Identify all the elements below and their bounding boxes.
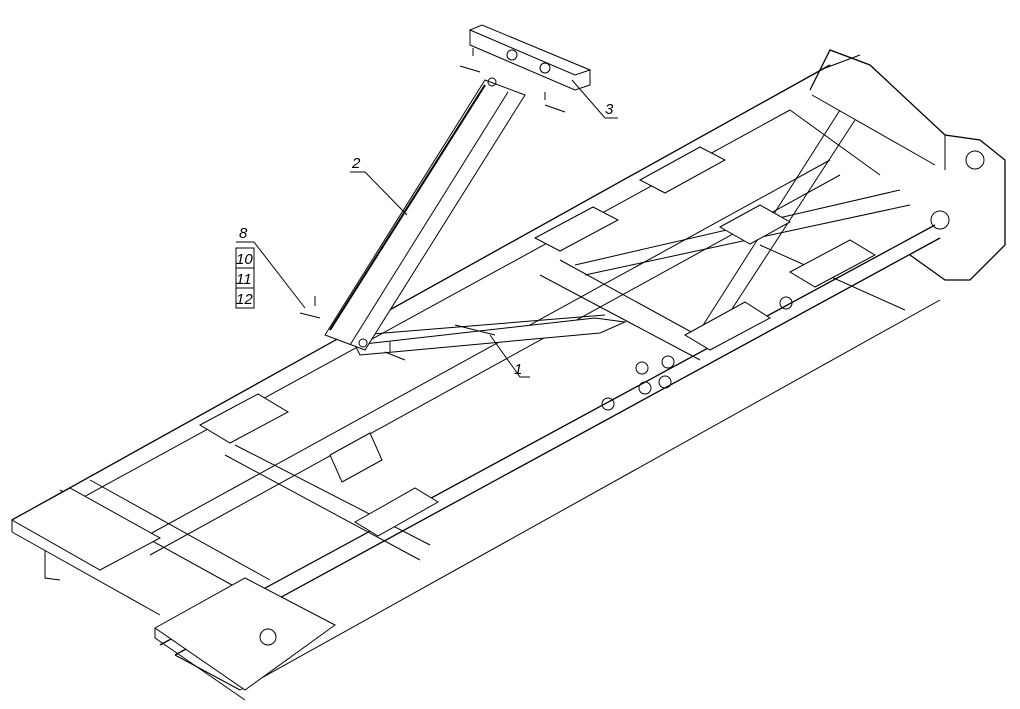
part-1-arm (354, 314, 627, 356)
leader-line-8-diag (253, 241, 306, 309)
leader-line-2 (350, 171, 408, 216)
part-2-strut (324, 77, 526, 351)
label-8: 8 (239, 225, 248, 242)
leader-line-3 (571, 79, 618, 119)
fasteners (299, 48, 566, 361)
label-1: 1 (514, 361, 522, 378)
label-2: 2 (351, 155, 361, 172)
chassis-frame (10, 49, 1006, 701)
leader-line-1 (489, 334, 530, 378)
part-3-bracket (468, 24, 592, 91)
label-3: 3 (605, 101, 614, 118)
callouts: 1 2 3 8 10 11 12 (235, 79, 618, 378)
label-10: 10 (236, 251, 253, 268)
label-11: 11 (236, 271, 252, 288)
label-12: 12 (236, 291, 253, 308)
